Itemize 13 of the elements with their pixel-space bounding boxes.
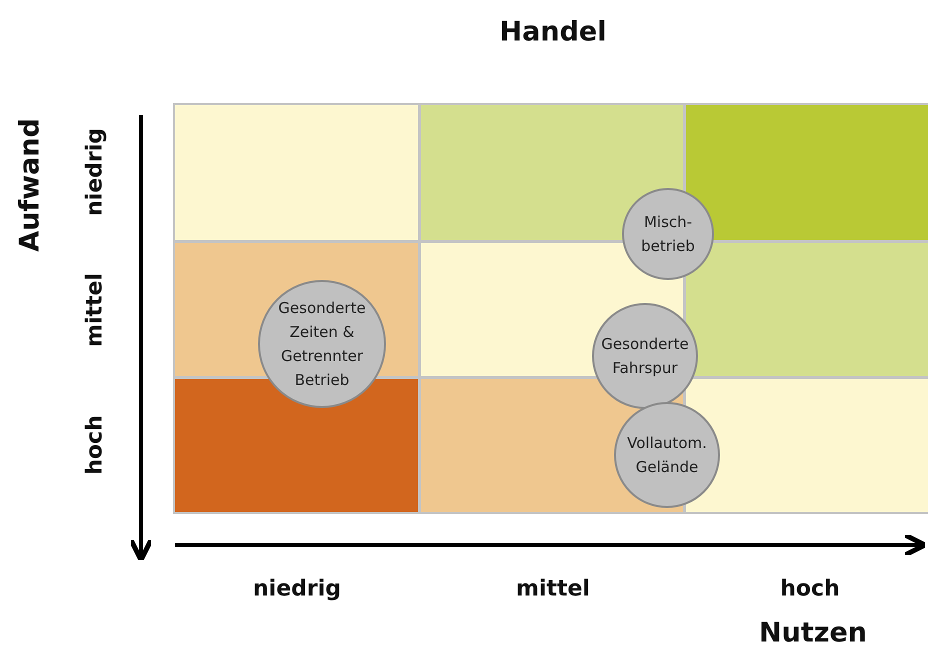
axis-tick-label: niedrig (82, 128, 108, 216)
chart-title: Handel (500, 16, 606, 48)
node-label: Vollautom. Gelände (626, 433, 708, 478)
node-label: Gesonderte Fahrspur (600, 334, 690, 379)
axis-tick-label: hoch (780, 576, 840, 602)
axis-title: Aufwand (14, 118, 46, 252)
axis-tick-label: niedrig (253, 576, 341, 602)
axis-tick-label: mittel (82, 273, 108, 347)
axis-tick-label: mittel (516, 576, 590, 602)
axis-title: Nutzen (759, 618, 867, 648)
node-label: Misch- betrieb (640, 212, 696, 257)
node-label: Gesonderte Zeiten & Getrennter Betrieb (277, 298, 367, 391)
axis-tick-label: hoch (82, 415, 108, 475)
